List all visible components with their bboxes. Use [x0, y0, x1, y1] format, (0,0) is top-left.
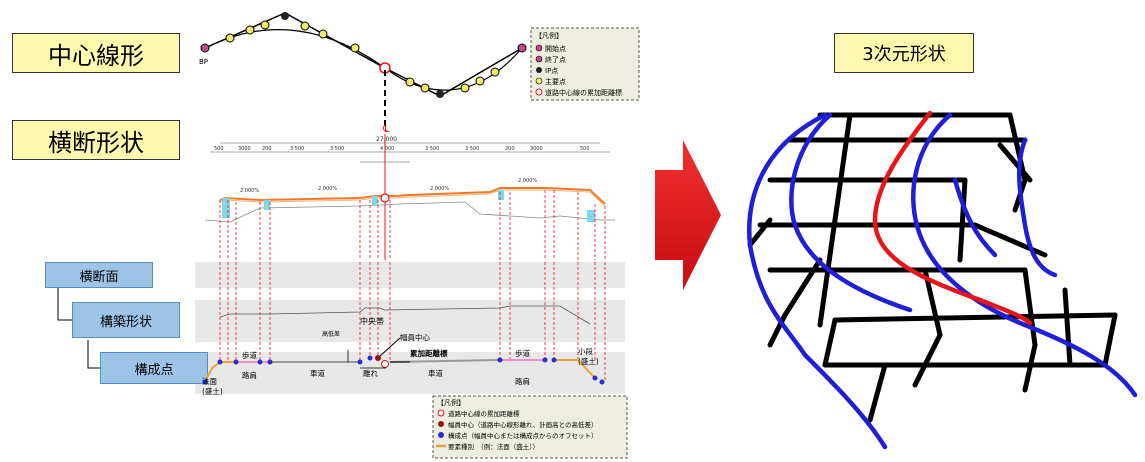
svg-text:2.000%: 2.000% [240, 188, 259, 194]
title-alignment: 中心線形 [12, 33, 180, 73]
3d-shape-frame [747, 110, 1138, 450]
legend-cumulative-marker: 道路中心線の累加距離標 [545, 88, 622, 97]
svg-text:道路中心線の累加距離標: 道路中心線の累加距離標 [448, 409, 520, 418]
svg-text:℄: ℄ [382, 124, 390, 135]
svg-text:4 000: 4 000 [380, 146, 394, 152]
label-height-diff: 高低差 [322, 330, 340, 338]
top-dimension: 27,000 [376, 136, 397, 143]
svg-text:3 500: 3 500 [330, 146, 344, 152]
label-median: 中央帯 [360, 316, 384, 326]
label-sidewalk-left: 歩道 [242, 350, 257, 360]
legend-main-point: 主要点 [545, 77, 566, 86]
label-slope-fill-right: (盛土) [578, 356, 599, 366]
bp-label: BP [199, 58, 208, 66]
alignment-link-line [384, 70, 386, 130]
svg-text:2.000%: 2.000% [518, 178, 537, 184]
legend-ip-point: IP点 [545, 67, 558, 75]
label-width-center: 幅員中心 [400, 332, 430, 342]
label-shoulder-right: 路肩 [515, 376, 530, 386]
svg-text:3 500: 3 500 [425, 146, 439, 152]
svg-text:幅員中心（道路中心線形離れ、計画高との高低差）: 幅員中心（道路中心線形離れ、計画高との高低差） [448, 420, 598, 429]
band-built-shape [195, 300, 625, 342]
svg-text:3000: 3000 [530, 146, 543, 152]
alignment-diagram: BP 【凡例】 開始点 終了点 IP点 主要点 道路中心線の累加距離標 [199, 12, 640, 101]
svg-text:500: 500 [580, 146, 590, 152]
svg-text:要素種別 （例：法面（盛土））: 要素種別 （例：法面（盛土）） [448, 442, 539, 451]
bottom-legend: 【凡例】 道路中心線の累加距離標 幅員中心（道路中心線形離れ、計画高との高低差）… [432, 395, 628, 459]
svg-text:2.000%: 2.000% [430, 186, 449, 192]
label-slope-fill: (盛土) [202, 386, 223, 396]
label-cumulative-marker: 累加距離標 [410, 348, 448, 358]
level-tree [57, 288, 104, 369]
band-cross-section [195, 262, 625, 288]
title-3d-shape: 3次元形状 [834, 33, 974, 73]
label-slope-surface: 法面 [202, 376, 217, 386]
svg-text:2.000%: 2.000% [318, 186, 337, 192]
svg-text:【凡例】: 【凡例】 [437, 398, 465, 407]
svg-text:200: 200 [262, 146, 272, 152]
label-sidewalk-right: 歩道 [515, 348, 530, 358]
level-component-points: 構成点 [100, 352, 208, 384]
label-offset: 離れ [363, 368, 378, 378]
component-section-drawing: 中央帯 幅員中心 累加距離標 歩道 車道 路肩 法面 (盛土) 離れ 高低差 車… [202, 262, 606, 396]
level-cross-section: 横断面 [45, 262, 153, 288]
svg-text:500: 500 [214, 146, 224, 152]
svg-text:200: 200 [505, 146, 515, 152]
label-shoulder-left: 路肩 [242, 370, 257, 380]
label-carriageway-left: 車道 [310, 368, 325, 378]
svg-text:3000: 3000 [238, 146, 251, 152]
title-cross-section: 横断形状 [12, 120, 180, 160]
label-carriageway-right: 車道 [428, 368, 443, 378]
level-built-shape: 構築形状 [72, 302, 180, 338]
alignment-legend-header: 【凡例】 [535, 31, 563, 40]
legend-start-point: 開始点 [545, 44, 566, 53]
label-small-slope: 小段 [578, 346, 593, 356]
transition-arrow [655, 140, 721, 290]
svg-text:3 500: 3 500 [465, 146, 479, 152]
centreline-curve [872, 110, 1033, 326]
legend-end-point: 終了点 [545, 55, 566, 64]
svg-text:構成点（幅員中心または構成点からのオフセット）: 構成点（幅員中心または構成点からのオフセット） [448, 431, 598, 440]
svg-text:3 500: 3 500 [290, 146, 304, 152]
cross-section-drawing: ℄ 27,000 500 3000 200 3 500 3 500 4 000 … [204, 124, 615, 260]
